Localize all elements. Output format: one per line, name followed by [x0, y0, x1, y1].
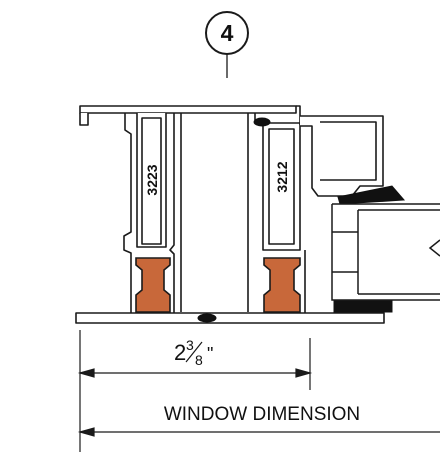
- left-thermal-break: [135, 257, 171, 313]
- fraction-bar: [185, 341, 203, 363]
- frame-depth-numerator: 3: [186, 337, 194, 353]
- window-dimension-label: WINDOW DIMENSION: [164, 404, 360, 425]
- left-channel: [136, 113, 167, 248]
- sash-receiver: [300, 115, 384, 197]
- glazing-bead-upper: [337, 185, 406, 205]
- frame-depth-denominator: 8: [195, 352, 203, 368]
- left-channel-inner: [141, 117, 162, 245]
- top-gasket: [253, 117, 271, 127]
- frame-depth-label: 2 3 8 ": [174, 337, 213, 368]
- frame-profile: [75, 105, 385, 324]
- bottom-gasket: [197, 313, 217, 323]
- dimension-lines: [77, 330, 440, 452]
- frame-depth-unit: ": [207, 344, 213, 364]
- center-web-right: [247, 113, 256, 312]
- frame-depth-arrow-left: [77, 368, 95, 378]
- sash-receiver-inner: [320, 121, 377, 181]
- glazing-bead-lower: [333, 299, 393, 313]
- right-channel: [262, 122, 301, 251]
- right-thermal-break: [263, 257, 301, 313]
- left-wall: [123, 113, 132, 313]
- top-flange: [79, 105, 297, 114]
- center-web: [169, 113, 182, 313]
- frame-depth-arrow-right: [295, 368, 313, 378]
- left-part-number: 3223: [144, 164, 160, 195]
- window-dimension-arrow: [77, 427, 95, 437]
- right-part-number: 3212: [274, 161, 290, 192]
- glass-unit: [331, 203, 440, 301]
- right-channel-inner: [268, 128, 295, 245]
- glass-panel: [331, 203, 440, 301]
- detail-callout: 4: [205, 11, 249, 78]
- bottom-flange: [75, 312, 385, 324]
- top-flange-lip: [79, 113, 89, 126]
- frame-depth-whole: 2: [174, 340, 186, 365]
- glass-break-line: [428, 239, 440, 257]
- callout-number: 4: [221, 20, 234, 46]
